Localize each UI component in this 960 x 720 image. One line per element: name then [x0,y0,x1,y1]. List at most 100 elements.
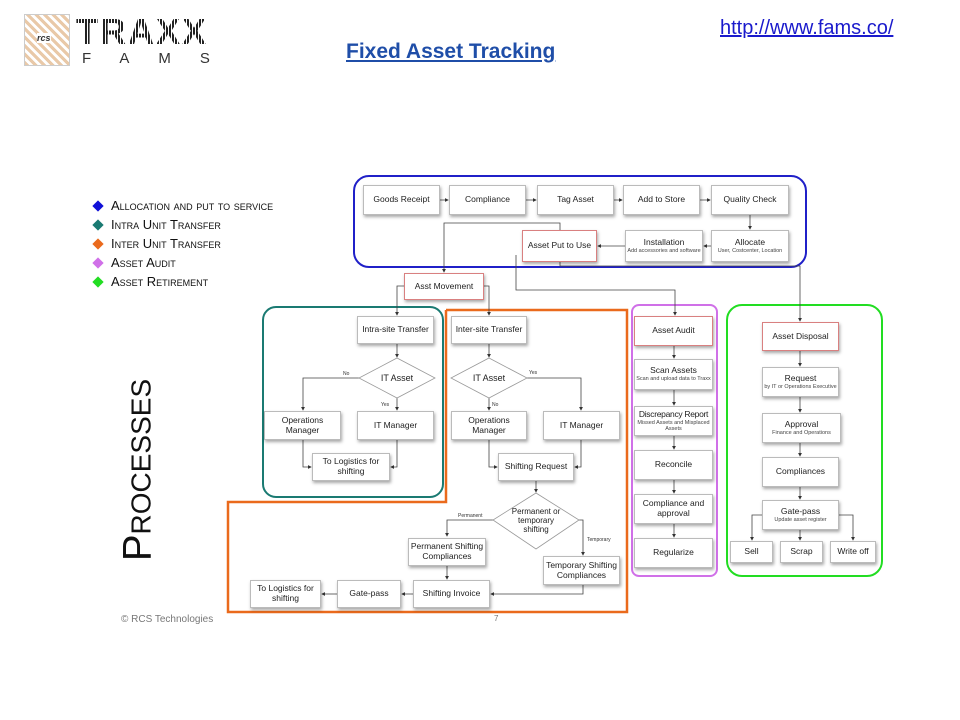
logo-subtext: FAMS [82,50,239,67]
node-inter-gate-pass[interactable]: Gate-pass [337,580,401,608]
node-write-off[interactable]: Write off [830,541,876,563]
legend-label: Allocation and put to service [111,198,274,213]
legend-label: Inter Unit Transfer [111,236,221,251]
page-number: 7 [494,614,499,623]
node-asset-audit[interactable]: Asset Audit [634,316,713,346]
node-label: Compliance [465,194,510,205]
node-inter-it-manager[interactable]: IT Manager [543,411,620,440]
node-sublabel: User, Costcenter, Location [717,247,783,254]
node-sublabel: Finance and Operations [772,429,831,436]
node-label: Shifting Invoice [422,588,481,599]
node-sublabel: Update asset register [774,516,827,523]
node-label: Discrepancy Report [638,408,709,419]
node-intra-it-manager[interactable]: IT Manager [357,411,434,440]
node-intra-ops-manager[interactable]: Operations Manager [264,411,341,440]
node-label: IT Manager [559,419,604,430]
retirement-group [726,304,883,577]
node-sublabel: Missed Assets and Misplaced Assets [637,419,710,432]
node-shifting-invoice[interactable]: Shifting Invoice [413,580,490,608]
node-scrap[interactable]: Scrap [780,541,823,563]
node-label: Scrap [790,546,813,557]
node-label: Operations Manager [281,414,324,435]
inter-yes-label: Yes [529,370,538,376]
node-label: Quality Check [723,194,777,205]
node-inter-site-transfer[interactable]: Inter-site Transfer [451,316,527,344]
node-asset-disposal[interactable]: Asset Disposal [762,322,839,351]
intra-it-asset-diamond [358,357,436,399]
node-compliances[interactable]: Compliances [762,457,839,487]
allocation-group [353,175,807,268]
node-label: Compliance and approval [642,498,705,518]
legend-item-retirement: Asset Retirement [92,272,273,291]
node-label: To Logistics for shifting [322,456,380,476]
logo-text: TRAXX [76,11,209,52]
legend-label: Asset Audit [111,255,176,270]
node-label: Sell [744,546,759,557]
node-sublabel: Add accessories and software [627,247,701,254]
node-label: Tag Asset [557,194,594,205]
logo-badge: rcs [37,33,51,43]
intra-transfer-group [262,306,444,498]
inter-transfer-group-outline [226,308,629,614]
node-label: Operations Manager [468,414,510,435]
shift-type-diamond [492,492,580,550]
node-label: Scan Assets [650,365,697,376]
node-label: Intra-site Transfer [362,324,429,335]
legend-item-intra: Intra Unit Transfer [92,215,273,234]
node-sublabel: by IT or Operations Executive [764,383,837,390]
intra-decision-label: IT Asset [380,373,414,383]
node-label: Goods Receipt [373,194,430,205]
node-label: Temporary Shifting Compliances [546,559,617,580]
legend-item-audit: Asset Audit [92,253,273,272]
node-label: Asset Put to Use [527,240,592,251]
node-label: Installation [643,236,685,247]
node-reconcile[interactable]: Reconcile [634,450,713,480]
website-link[interactable]: http://www.fams.co/ [720,17,894,39]
node-label: Shifting Request [504,461,568,472]
node-intra-site-transfer[interactable]: Intra-site Transfer [357,316,434,344]
node-inter-logistics[interactable]: To Logistics for shifting [250,580,321,608]
intra-no-label: No [343,371,350,377]
permanent-label: Permanent [458,513,483,519]
node-compliance-approval[interactable]: Compliance and approval [634,494,713,524]
node-sublabel: Scan and upload data to Traxx [636,376,711,383]
page-title: Fixed Asset Tracking [346,40,556,63]
node-label: Inter-site Transfer [455,324,523,335]
node-quality-check[interactable]: Quality Check [711,185,789,215]
shift-decision-label: Permanent or temporary shifting [511,507,561,535]
node-label: Compliances [775,466,826,477]
node-permanent-compliances[interactable]: Permanent Shifting Compliances [408,538,486,566]
node-regularize[interactable]: Regularize [634,538,713,568]
node-label: Permanent Shifting Compliances [410,541,484,561]
node-label: Allocate [734,236,766,247]
temporary-label: Temporary [587,537,611,543]
node-asset-put-to-use[interactable]: Asset Put to Use [522,230,597,262]
node-asset-movement[interactable]: Asst Movement [404,273,484,300]
node-intra-logistics[interactable]: To Logistics for shifting [312,453,390,481]
node-temporary-compliances[interactable]: Temporary Shifting Compliances [543,556,620,585]
node-label: Gate-pass [780,505,821,516]
node-shifting-request[interactable]: Shifting Request [498,453,574,481]
audit-group [631,304,718,577]
node-inter-ops-manager[interactable]: Operations Manager [451,411,527,440]
node-sell[interactable]: Sell [730,541,773,563]
node-add-to-store[interactable]: Add to Store [623,185,700,215]
node-label: Gate-pass [349,588,389,599]
node-label: Asset Disposal [772,330,829,341]
legend-item-allocation: Allocation and put to service [92,196,273,215]
inter-decision-label: IT Asset [472,373,506,383]
node-tag-asset[interactable]: Tag Asset [537,185,614,215]
legend-label: Asset Retirement [111,274,209,289]
legend: Allocation and put to service Intra Unit… [92,196,273,291]
node-label: Reconcile [654,459,693,470]
node-compliance[interactable]: Compliance [449,185,526,215]
node-goods-receipt[interactable]: Goods Receipt [363,185,440,215]
